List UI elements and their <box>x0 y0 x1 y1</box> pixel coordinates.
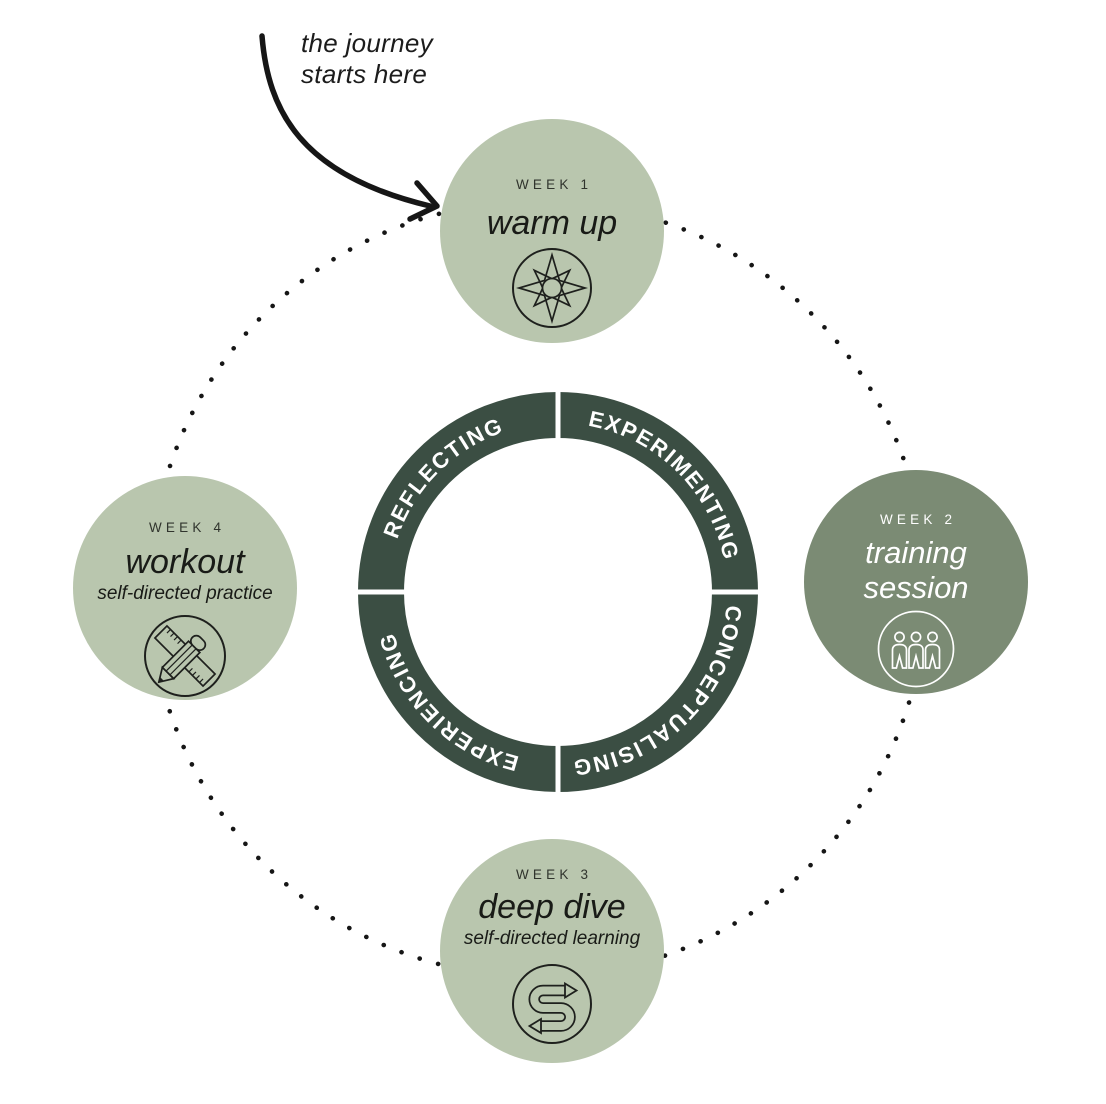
week-2-circle: WEEK 2 training session <box>804 470 1028 694</box>
pencil-ruler-icon <box>144 615 226 698</box>
annotation-line-2: starts here <box>301 59 428 89</box>
week-4-label: WEEK 4 <box>148 520 226 535</box>
ring-gaps <box>352 386 764 798</box>
week-1-title: warm up <box>486 204 618 242</box>
people-icon <box>877 610 955 688</box>
journey-start-arrow-icon <box>259 33 440 222</box>
journey-start-annotation: the journey starts here <box>301 28 433 90</box>
week-1-label: WEEK 1 <box>515 177 593 192</box>
s-arrows-icon <box>512 964 592 1045</box>
week-2-title: training session <box>863 535 969 606</box>
week-4-subtitle: self-directed practice <box>97 583 273 605</box>
week-3-circle: WEEK 3 deep dive self-directed learning <box>440 839 664 1063</box>
arrow-curve <box>259 33 433 209</box>
week-1-circle: WEEK 1 warm up <box>440 119 664 343</box>
annotation-line-1: the journey <box>301 28 433 58</box>
compass-icon <box>512 248 592 329</box>
week-4-circle: WEEK 4 workout self-directed practice <box>73 476 297 700</box>
arrow-head <box>407 180 440 222</box>
week-3-label: WEEK 3 <box>515 867 593 882</box>
week-2-label: WEEK 2 <box>879 512 957 527</box>
week-3-title: deep dive <box>478 888 626 926</box>
week-3-subtitle: self-directed learning <box>463 928 641 950</box>
pencil-shape <box>157 635 207 684</box>
week-4-title: workout <box>125 543 245 581</box>
